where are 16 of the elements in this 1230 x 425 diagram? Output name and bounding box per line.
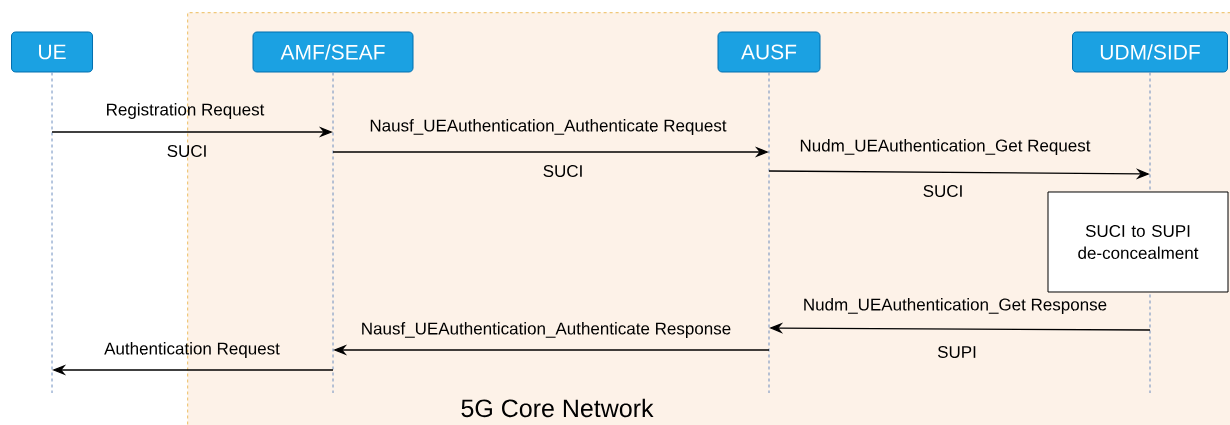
- parameter-label: SUCI: [923, 184, 962, 197]
- edge-label: Registration Request: [107, 103, 265, 119]
- process-box: SUCI to SUPI de-concealment: [1047, 191, 1229, 293]
- participant-box: AUSF: [717, 31, 821, 73]
- edge-label: Nudm_UEAuthentication_Get Request: [800, 139, 1091, 155]
- edge-label: Authentication Request: [104, 342, 280, 358]
- participant-box: UE: [11, 31, 93, 73]
- edge-label: Nausf_UEAuthentication_Authenticate Request: [370, 119, 727, 135]
- edge-label: Nausf_UEAuthentication_Authenticate Response: [362, 322, 731, 338]
- parameter-label: SUCI: [543, 165, 582, 177]
- edge-label: Nudm_UEAuthentication_Get Response: [804, 298, 1107, 314]
- parameter-label: SUPI: [937, 345, 976, 358]
- participant-box: UDM/SIDF: [1072, 31, 1228, 73]
- participant-box: AMF/SEAF: [252, 31, 414, 73]
- parameter-label: SUCI: [167, 144, 206, 157]
- region-title: 5G Core Network: [461, 398, 654, 418]
